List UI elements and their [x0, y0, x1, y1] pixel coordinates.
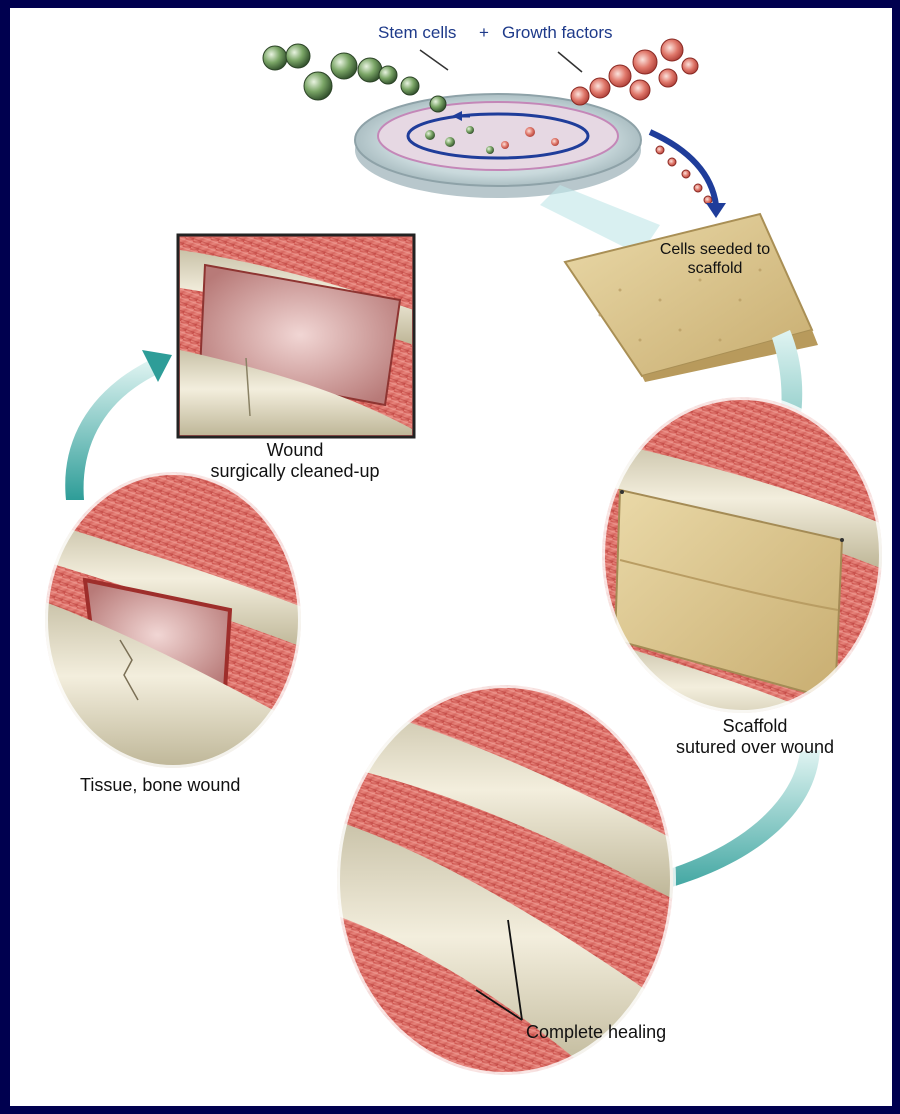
tissue-wound-circle: [40, 470, 310, 770]
tissue-wound-label: Tissue, bone wound: [80, 775, 240, 796]
petri-dish: [355, 94, 641, 198]
cleaned-wound-inset: [178, 235, 414, 437]
label-pointer-lines: [420, 50, 582, 72]
cells-seeded-line-1: Cells seeded to: [655, 240, 775, 259]
complete-healing-label: Complete healing: [526, 1022, 666, 1043]
cells-seeded-label: Cells seeded to scaffold: [655, 240, 775, 278]
scaffold-sutured-line-2: sutured over wound: [660, 737, 850, 758]
scaffold-sutured-label: Scaffold sutured over wound: [660, 716, 850, 758]
plus-sign: +: [479, 22, 489, 43]
wound-cleaned-line-1: Wound: [195, 440, 395, 461]
complete-healing-circle: [335, 685, 675, 1080]
wound-cleaned-label: Wound surgically cleaned-up: [195, 440, 395, 482]
scaffold-sutured-line-1: Scaffold: [660, 716, 850, 737]
growth-factors-label: Growth factors: [502, 22, 613, 43]
scaffold-sutured-circle: [600, 395, 885, 745]
stem-cells-label: Stem cells: [378, 22, 456, 43]
cells-seeded-line-2: scaffold: [655, 259, 775, 278]
wound-cleaned-line-2: surgically cleaned-up: [195, 461, 395, 482]
